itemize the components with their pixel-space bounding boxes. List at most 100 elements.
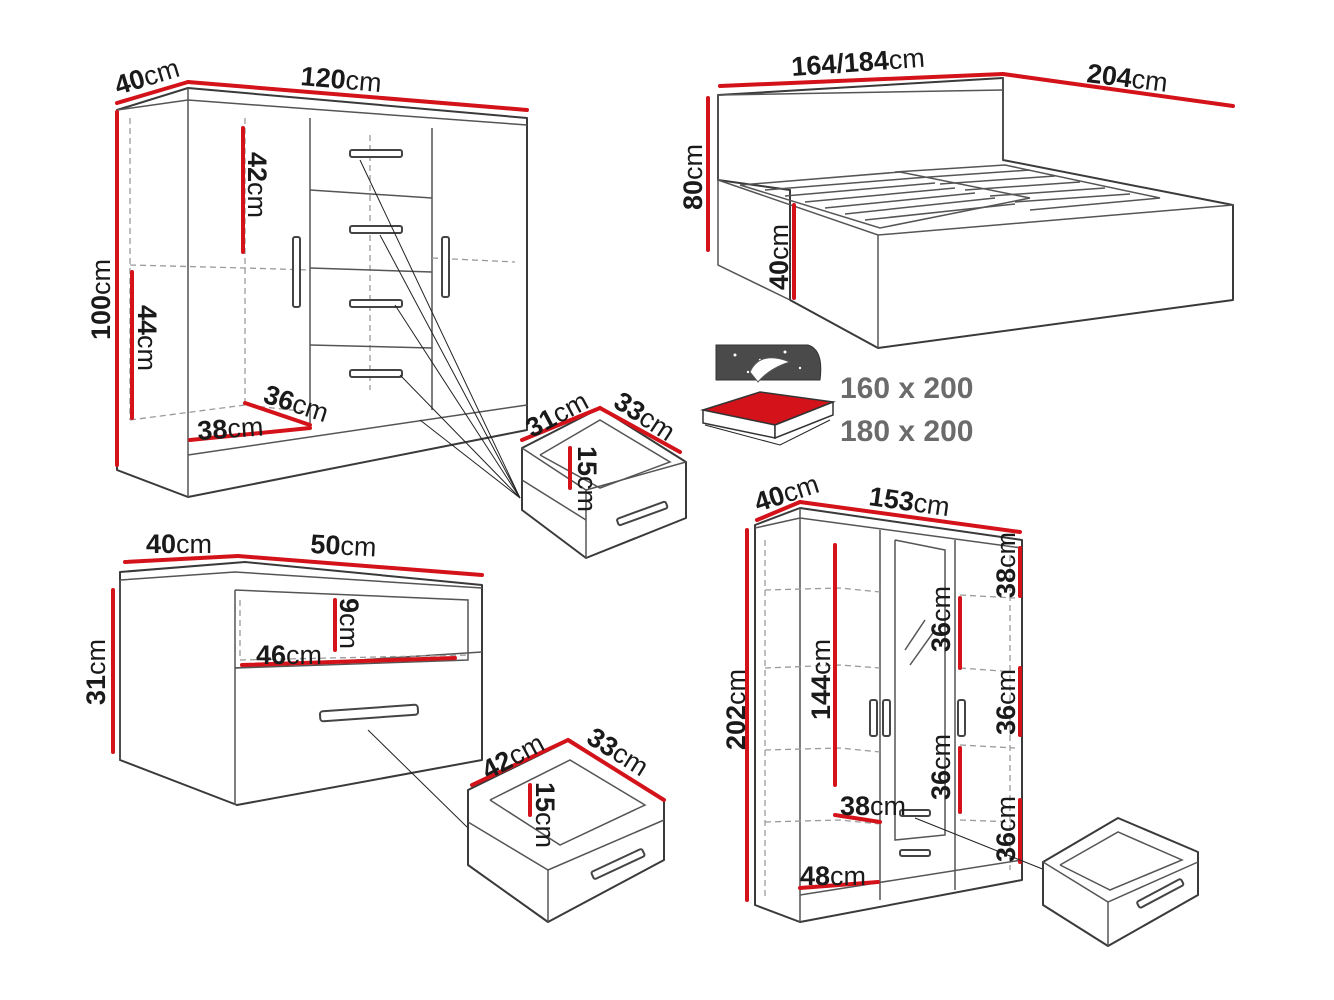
nightstand-depth-label: 40cm [146,529,212,559]
wardrobe-height-label: 202cm [721,669,751,750]
drawer-handle [616,500,669,527]
bed-length-value: 204 [1085,58,1133,93]
drawer-handle [590,848,646,880]
unit: cm [888,43,926,75]
wardrobe-mid-top-label: 36cm [926,586,956,652]
drawer-handle [318,703,420,723]
wardrobe-right-bottom-value: 36 [991,832,1021,862]
nightstand-niche-height-value: 9 [334,598,364,613]
bed-slats [739,164,1161,229]
door-handle [957,699,966,737]
wardrobe-right-mid-label: 36cm [991,669,1021,735]
wardrobe-shelf-depth-value: 38 [840,791,870,821]
wardrobe-bottom-width-value: 48 [800,861,830,891]
unit: cm [926,586,956,622]
unit: cm [530,812,560,848]
wardrobe-mid-bottom-value: 36 [926,770,956,800]
drawer-handle [899,849,931,857]
unit: cm [242,182,272,218]
unit: cm [991,796,1021,832]
wardrobe: 40cm 153cm 202cm 144cm 38cm 48cm 36cm 36… [721,469,1199,947]
unit: cm [806,639,836,675]
wardrobe-hanging-label: 144cm [806,639,836,720]
dresser-upper-shelf-value: 42 [242,152,272,182]
bed-storage-icon [700,344,836,446]
door-handle [882,699,891,737]
bed-side-height-label: 40cm [764,224,794,290]
wardrobe-height-value: 202 [721,705,751,750]
wardrobe-right-top-label: 38cm [991,532,1021,598]
unit: cm [86,259,116,295]
dresser-shelf-width-label: 38cm [196,411,264,446]
drawer-handle [1136,878,1185,909]
wardrobe-mid-top-value: 36 [926,622,956,652]
unit: cm [572,476,602,512]
wardrobe-shelf-depth-label: 38cm [840,791,906,821]
wardrobe-hanging-value: 144 [806,675,836,720]
wardrobe-width-label: 153cm [867,481,951,522]
nightstand-height-value: 31 [81,675,111,705]
drawer-handle [349,225,403,234]
nightstand-width-value: 50 [310,529,342,561]
unit: cm [721,669,751,705]
dresser-drawer-height-label: 15cm [572,446,602,512]
dresser: 40cm 120cm 100cm 42cm 44cm 36cm 38cm 31c… [86,53,687,559]
unit: cm [340,531,378,563]
unit: cm [991,669,1021,705]
wardrobe-right-mid-value: 36 [991,705,1021,735]
dresser-width-label: 120cm [299,61,382,98]
nightstand-drawer-height-label: 15cm [530,782,560,848]
drawer-handle [349,149,403,158]
dresser-width-value: 120 [299,61,347,95]
bed-width-value: 164/184 [790,45,889,82]
door-handle [292,236,301,308]
nightstand-niche-height-label: 9cm [334,598,364,649]
unit: cm [132,335,162,371]
wardrobe-right-top-value: 38 [991,568,1021,598]
nightstand-niche-width-label: 46cm [256,640,322,670]
door-handle [441,236,450,298]
wardrobe-width-value: 153 [867,481,916,517]
unit: cm [870,791,906,821]
dresser-upper-shelf-label: 42cm [242,152,272,218]
unit: cm [678,144,708,180]
unit: cm [991,532,1021,568]
bed-length-label: 204cm [1085,58,1169,98]
nightstand-niche-width-value: 46 [256,640,286,670]
drawer-handle [349,369,403,378]
wardrobe-mid-bottom-label: 36cm [926,734,956,800]
wardrobe-bottom-width-label: 48cm [800,861,866,891]
dresser-lower-shelf-value: 44 [132,305,162,335]
unit: cm [334,613,364,649]
dresser-lower-shelf-label: 44cm [132,305,162,371]
dresser-shelf-width-value: 38 [196,414,228,446]
wardrobe-right-bottom-label: 36cm [991,796,1021,862]
nightstand-height-label: 31cm [81,639,111,705]
nightstand-drawer-height-value: 15 [530,782,560,812]
dresser-drawer-height-value: 15 [572,446,602,476]
nightstand: 40cm 50cm 31cm 9cm 46cm 42cm 33cm 15cm [81,529,666,923]
nightstand-depth-value: 40 [146,529,176,559]
unit: cm [912,488,952,523]
unit: cm [344,65,382,98]
bed: 164/184cm 204cm 80cm 40cm 160 x 200 180 … [678,43,1235,448]
bed-size-2: 180 x 200 [840,415,973,448]
bed-side-height-value: 40 [764,260,794,290]
drawer-handle [349,299,403,308]
unit: cm [286,640,322,670]
unit: cm [926,734,956,770]
dresser-height-label: 100cm [86,259,116,340]
unit: cm [81,639,111,675]
unit: cm [226,411,264,443]
unit: cm [830,861,866,891]
door-handle [869,699,878,737]
unit: cm [764,224,794,260]
bed-headboard-height-value: 80 [678,180,708,210]
nightstand-width-label: 50cm [310,529,378,562]
wardrobe-depth-label: 40cm [751,469,823,518]
bed-size-1: 160 x 200 [840,372,973,405]
drawer-handle [899,809,931,817]
dresser-height-value: 100 [86,295,116,340]
bed-headboard-height-label: 80cm [678,144,708,210]
